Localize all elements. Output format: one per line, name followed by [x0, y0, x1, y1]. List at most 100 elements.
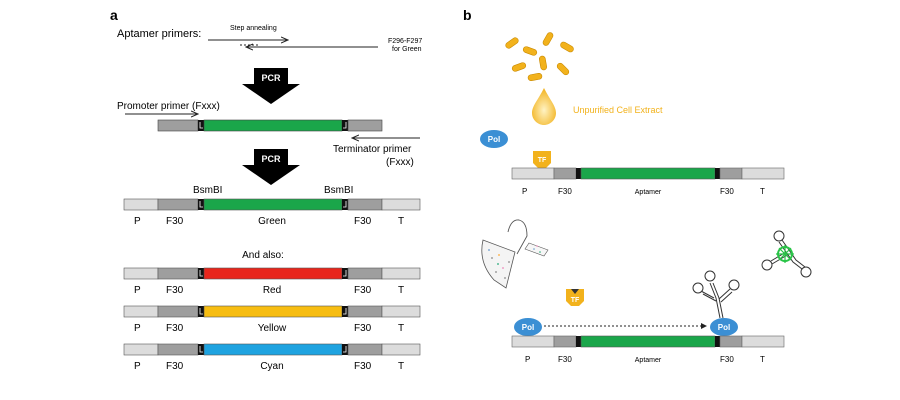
t-label: T — [398, 361, 404, 372]
intermediate-aptamer — [203, 119, 343, 132]
bottom-t-label: T — [760, 355, 765, 364]
terminator-segment — [381, 343, 421, 356]
aptamer-primers-label: Aptamer primers: — [117, 28, 201, 40]
bsmbi-site-left — [198, 268, 204, 279]
rna-aptamer-structure-icon — [692, 270, 740, 319]
f30-left-segment — [157, 305, 199, 318]
f30-left-label: F30 — [166, 285, 184, 296]
pcr-label-1: PCR — [261, 73, 281, 83]
aptamer-name-label: Red — [263, 285, 281, 296]
panel-a-label: a — [110, 7, 118, 23]
p-label: P — [134, 323, 141, 334]
bottom-p-label: P — [525, 355, 530, 364]
top-aptamer-label: Aptamer — [635, 189, 662, 196]
t-label: T — [398, 216, 404, 227]
f30-left-segment — [157, 198, 199, 211]
pol-bottom-right-label: Pol — [718, 323, 730, 332]
bsmbi-site-right — [342, 268, 348, 279]
terminator-segment — [381, 305, 421, 318]
tf-top-label: TF — [538, 157, 547, 164]
f30-left-segment — [157, 343, 199, 356]
extract-label: Unpurified Cell Extract — [573, 105, 663, 115]
panel-b: b Unpurified Cell Extract Pol TF — [463, 7, 812, 364]
bsmbi-site-left — [198, 344, 204, 355]
promoter-segment — [123, 343, 159, 356]
aptamer-segment — [203, 267, 343, 280]
construct-row: P F30 Red F30 T — [123, 267, 421, 296]
f30-right-segment — [347, 343, 383, 356]
p-label: P — [134, 361, 141, 372]
bsmbi-site-left — [198, 199, 204, 210]
bsmbi-left-label: BsmBI — [193, 185, 222, 196]
tf-bottom-notch — [571, 289, 579, 294]
top-construct — [511, 167, 785, 180]
top-f30-right-label: F30 — [720, 187, 734, 196]
promoter-primer-label: Promoter primer (Fxxx) — [117, 101, 220, 112]
promoter-segment — [123, 267, 159, 280]
aptamer-name-label: Cyan — [260, 361, 283, 372]
bsmbi-site-right — [342, 199, 348, 210]
bottom-f30-right-label: F30 — [720, 355, 734, 364]
pol-bottom-right-icon — [710, 318, 738, 336]
terminator-primer-label-2: (Fxxx) — [386, 157, 414, 168]
pol-top-label: Pol — [488, 135, 500, 144]
fluorophore-glow-icon — [776, 245, 794, 263]
aptamer-segment — [203, 198, 343, 211]
aptamer-segment — [203, 305, 343, 318]
p-label: P — [134, 285, 141, 296]
pcr-label-2: PCR — [261, 154, 281, 164]
step-annealing-label: Step annealing — [230, 25, 277, 32]
bottom-construct — [511, 335, 785, 348]
construct-row: P F30 Yellow F30 T — [123, 305, 421, 334]
aptamer-segment — [203, 343, 343, 356]
pcr-arrow-2 — [242, 149, 300, 185]
f30-right-segment — [347, 305, 383, 318]
f30-right-segment — [347, 267, 383, 280]
terminator-segment — [381, 267, 421, 280]
f30-right-label: F30 — [354, 361, 372, 372]
f30-left-label: F30 — [166, 323, 184, 334]
pipette-tube-icon — [481, 219, 549, 289]
t-label: T — [398, 285, 404, 296]
bottom-f30-left-label: F30 — [558, 355, 572, 364]
top-p-label: P — [522, 187, 527, 196]
primer-note-2: for Green — [392, 46, 422, 53]
and-also-label: And also: — [242, 250, 284, 261]
f30-right-label: F30 — [354, 216, 372, 227]
f30-left-label: F30 — [166, 361, 184, 372]
f30-right-label: F30 — [354, 285, 372, 296]
f30-right-segment — [347, 198, 383, 211]
pol-top-icon — [480, 130, 508, 148]
pol-bottom-left-icon — [514, 318, 542, 336]
cell-extract-droplet-icon — [532, 88, 556, 125]
fluorescent-aptamer-icon — [761, 230, 812, 278]
top-t-label: T — [760, 187, 765, 196]
bsmbi-site-left — [198, 306, 204, 317]
f30-left-label: F30 — [166, 216, 184, 227]
bsmbi-right-label: BsmBI — [324, 185, 353, 196]
bacteria-cluster-icon — [505, 32, 574, 81]
construct-row: P F30 Cyan F30 T — [123, 343, 421, 372]
panel-b-label: b — [463, 7, 472, 23]
tf-bottom-label: TF — [571, 297, 580, 304]
pcr-arrow-1 — [242, 68, 300, 104]
bottom-aptamer-label: Aptamer — [635, 357, 662, 364]
top-f30-left-label: F30 — [558, 187, 572, 196]
pol-bottom-left-label: Pol — [522, 323, 534, 332]
panel-a: a Aptamer primers: Step annealing F296-F… — [110, 7, 422, 372]
f30-left-segment — [157, 267, 199, 280]
f30-right-label: F30 — [354, 323, 372, 334]
bsmbi-site-right — [342, 344, 348, 355]
aptamer-name-label: Yellow — [258, 323, 287, 334]
p-label: P — [134, 216, 141, 227]
promoter-segment — [123, 198, 159, 211]
tf-bottom-icon — [566, 289, 584, 306]
terminator-segment — [381, 198, 421, 211]
aptamer-name-label: Green — [258, 216, 286, 227]
t-label: T — [398, 323, 404, 334]
tf-top-icon — [533, 151, 551, 168]
bsmbi-site-right — [342, 306, 348, 317]
promoter-segment — [123, 305, 159, 318]
primer-note-1: F296-F297 — [388, 38, 422, 45]
